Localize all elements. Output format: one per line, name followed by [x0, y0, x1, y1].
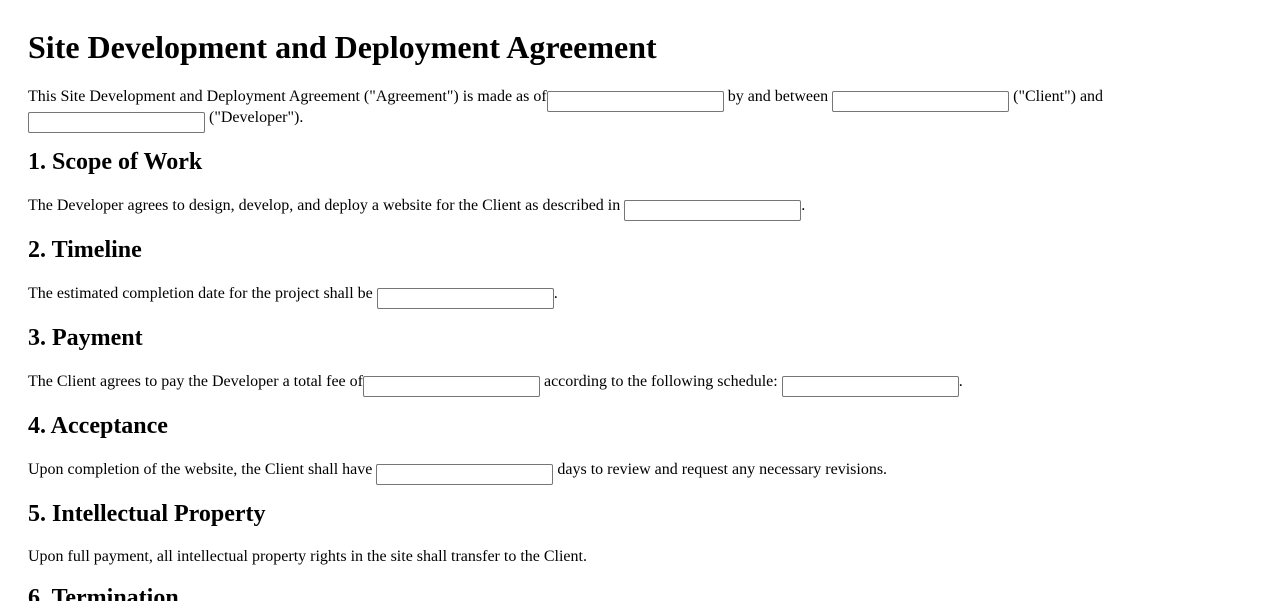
review-days-field[interactable]	[376, 464, 554, 485]
acceptance-text-1: Upon completion of the website, the Clie…	[28, 461, 373, 478]
payment-schedule-field[interactable]	[781, 376, 959, 397]
agreement-date-field[interactable]	[546, 91, 724, 112]
payment-text-1: The Client agrees to pay the Developer a…	[28, 373, 363, 390]
section-heading-termination: 6. Termination	[28, 585, 179, 601]
section-heading-scope: 1. Scope of Work	[28, 149, 203, 175]
section-heading-timeline: 2. Timeline	[28, 237, 142, 263]
payment-text-2: according to the following schedule:	[543, 373, 778, 390]
intro-text-2: by and between	[727, 88, 829, 105]
intro-text-4: ("Developer").	[209, 109, 304, 126]
total-fee-field[interactable]	[362, 376, 540, 397]
intro-paragraph-line-2: ("Developer").	[28, 107, 303, 133]
page-title: Site Development and Deployment Agreemen…	[28, 29, 657, 65]
section-heading-acceptance: 4. Acceptance	[28, 413, 168, 439]
acceptance-text-2: days to review and request any necessary…	[557, 461, 888, 478]
timeline-text-1: The estimated completion date for the pr…	[28, 285, 373, 302]
acceptance-paragraph: Upon completion of the website, the Clie…	[28, 459, 887, 485]
intro-text-1: This Site Development and Deployment Agr…	[28, 88, 547, 105]
payment-paragraph: The Client agrees to pay the Developer a…	[28, 371, 963, 397]
section-heading-payment: 3. Payment	[28, 325, 143, 351]
completion-date-field[interactable]	[376, 288, 554, 309]
payment-text-3: .	[958, 373, 963, 390]
section-heading-intellectual-property: 5. Intellectual Property	[28, 501, 266, 527]
timeline-paragraph: The estimated completion date for the pr…	[28, 283, 558, 309]
scope-description-field[interactable]	[624, 200, 802, 221]
client-name-field[interactable]	[832, 91, 1010, 112]
scope-paragraph: The Developer agrees to design, develop,…	[28, 195, 805, 221]
intellectual-property-text: Upon full payment, all intellectual prop…	[28, 548, 587, 565]
scope-text-2: .	[801, 197, 806, 214]
timeline-text-2: .	[553, 285, 558, 302]
intellectual-property-paragraph: Upon full payment, all intellectual prop…	[28, 546, 587, 567]
intro-text-3: ("Client") and	[1013, 88, 1104, 105]
developer-name-field[interactable]	[28, 112, 205, 133]
scope-text-1: The Developer agrees to design, develop,…	[28, 197, 621, 214]
intro-paragraph: This Site Development and Deployment Agr…	[28, 86, 1103, 112]
